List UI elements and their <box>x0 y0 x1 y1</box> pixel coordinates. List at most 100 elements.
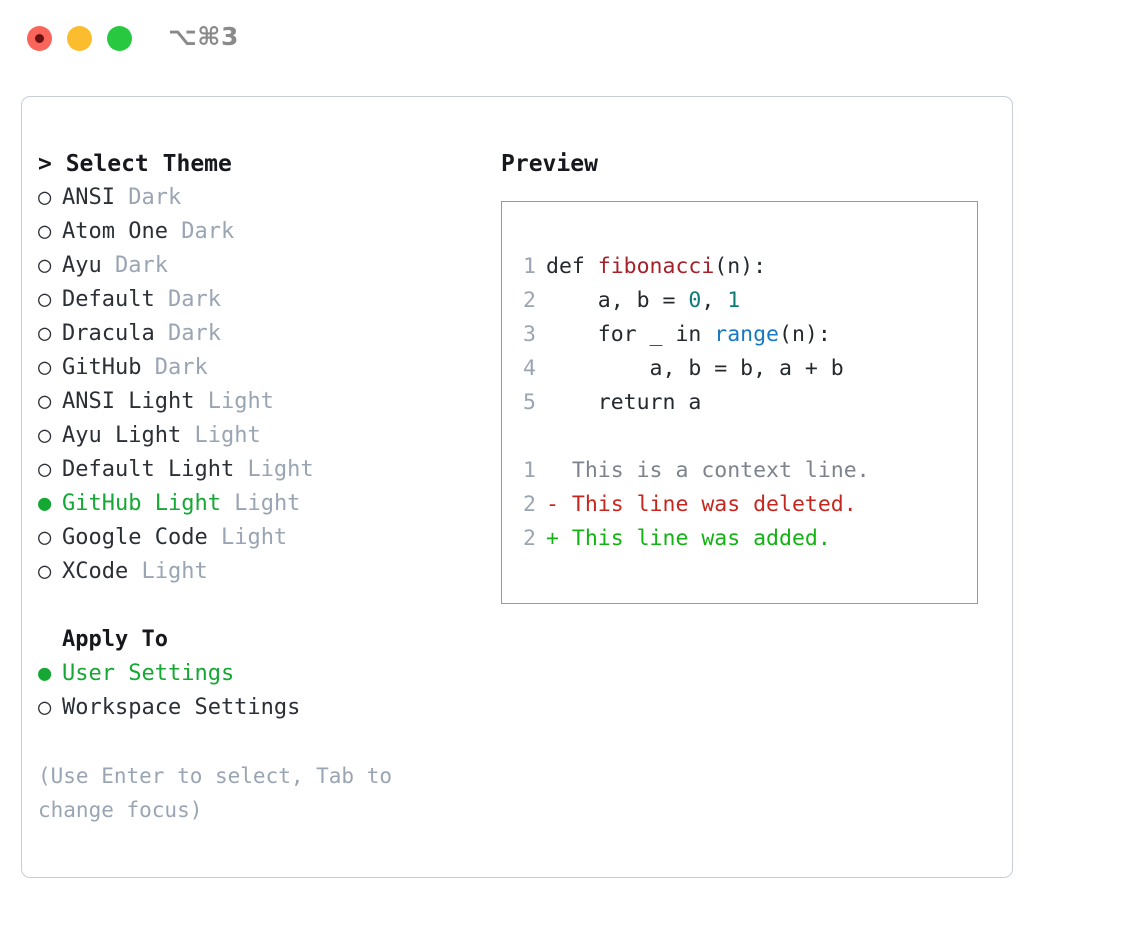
code-token: fibonacci <box>597 254 715 279</box>
code-line: 2 a, b = 0, 1 <box>518 284 971 318</box>
theme-variant-label: Dark <box>115 253 168 278</box>
line-number: 1 <box>523 458 536 483</box>
radio-unselected-icon: ○ <box>38 185 52 210</box>
diff-line: 2 + This line was added. <box>518 522 971 556</box>
theme-list-item[interactable]: ○Google Code Light <box>38 521 488 555</box>
code-token: a, b = <box>546 288 689 313</box>
window-controls <box>27 26 132 51</box>
theme-variant-label: Light <box>141 559 208 584</box>
theme-list: ○ANSI Dark○Atom One Dark○Ayu Dark○Defaul… <box>38 181 488 589</box>
theme-list-item[interactable]: ●GitHub Light Light <box>38 487 488 521</box>
radio-selected-icon: ● <box>38 661 52 686</box>
theme-list-item[interactable]: ○ Ayu Light Light <box>38 419 488 453</box>
keyboard-shortcut-label: ⌥⌘3 <box>168 22 239 51</box>
radio-unselected-icon: ○ <box>38 253 52 278</box>
theme-name: ANSI <box>62 185 115 210</box>
keyboard-hint: (Use Enter to select, Tab to change focu… <box>38 764 393 822</box>
theme-name: Default Light <box>62 457 235 482</box>
theme-list-item[interactable]: ○ GitHub Dark <box>38 351 488 385</box>
code-token: 1 <box>727 288 741 313</box>
theme-name: GitHub <box>62 355 142 380</box>
theme-list-item[interactable]: ○ Atom One Dark <box>38 215 488 249</box>
theme-variant-label: Dark <box>181 219 235 244</box>
minimize-button[interactable] <box>67 26 92 51</box>
theme-name: Atom One <box>62 219 168 244</box>
theme-list-item[interactable]: ○ Dracula Dark <box>38 317 488 351</box>
theme-name: Ayu <box>62 253 102 278</box>
theme-list-item[interactable]: ○ ANSI Light Light <box>38 385 488 419</box>
code-token: for _ in <box>546 322 715 347</box>
code-token: return a <box>546 390 702 415</box>
theme-list-item[interactable]: ○ ANSI Dark <box>38 181 488 215</box>
theme-name: Ayu Light <box>62 423 182 448</box>
apply-to-item[interactable]: ● User Settings <box>38 657 488 691</box>
code-token: (n): <box>714 254 767 279</box>
theme-selector-column: > Select Theme ○ANSI Dark○Atom One Dark○… <box>38 147 488 827</box>
maximize-button[interactable] <box>107 26 132 51</box>
theme-variant-label: Dark <box>167 287 221 312</box>
theme-name: GitHub Light <box>62 491 221 516</box>
radio-unselected-icon: ○ <box>38 559 52 584</box>
code-line: 4 a, b = b, a + b <box>518 352 971 386</box>
code-token: def <box>546 254 598 279</box>
diff-text: - This line was deleted. <box>546 492 857 517</box>
theme-variant-label: Light <box>207 389 274 414</box>
preview-title: Preview <box>501 151 598 177</box>
radio-unselected-icon: ○ <box>38 695 52 720</box>
theme-variant-label: Dark <box>128 185 182 210</box>
title-bar: ⌥⌘3 <box>0 0 1140 78</box>
line-number: 4 <box>523 356 536 381</box>
line-number: 2 <box>523 526 536 551</box>
theme-list-item[interactable]: ○ Ayu Dark <box>38 249 488 283</box>
theme-name: Dracula <box>62 321 155 346</box>
code-token: , <box>701 288 728 313</box>
code-line: 1 def fibonacci(n): <box>518 250 971 284</box>
theme-variant-label: Light <box>220 525 288 550</box>
radio-unselected-icon: ○ <box>38 355 52 380</box>
diff-line: 1 This is a context line. <box>518 454 971 488</box>
theme-variant-label: Light <box>234 491 301 516</box>
diff-text: + This line was added. <box>546 526 831 551</box>
theme-list-item[interactable]: ○XCode Light <box>38 555 488 589</box>
recording-indicator-dot <box>35 34 44 43</box>
code-line: 5 return a <box>518 386 971 420</box>
theme-list-item[interactable]: ○Default Light Light <box>38 453 488 487</box>
code-token: range <box>714 322 780 347</box>
radio-unselected-icon: ○ <box>38 389 52 414</box>
apply-to-label: User Settings <box>62 661 235 686</box>
line-number: 3 <box>523 322 536 347</box>
theme-variant-label: Light <box>194 423 261 448</box>
main-panel: > Select Theme ○ANSI Dark○Atom One Dark○… <box>21 96 1013 878</box>
theme-variant-label: Dark <box>167 321 221 346</box>
diff-text: This is a context line. <box>546 458 870 483</box>
apply-to-item[interactable]: ○ Workspace Settings <box>38 691 488 725</box>
apply-to-label: Workspace Settings <box>62 695 301 720</box>
radio-unselected-icon: ○ <box>38 423 52 448</box>
code-diff-separator <box>518 420 971 454</box>
radio-unselected-icon: ○ <box>38 525 52 550</box>
spacer <box>38 589 488 623</box>
code-line: 3 for _ in range(n): <box>518 318 971 352</box>
radio-unselected-icon: ○ <box>38 321 52 346</box>
apply-to-header: Apply To <box>62 627 168 652</box>
theme-variant-label: Light <box>247 457 314 482</box>
apply-to-list: ● User Settings ○ Workspace Settings <box>38 657 488 725</box>
diff-line: 2- This line was deleted. <box>518 488 971 522</box>
line-number: 1 <box>523 254 536 279</box>
code-token: 0 <box>688 288 702 313</box>
radio-unselected-icon: ○ <box>38 219 52 244</box>
theme-variant-label: Dark <box>154 355 208 380</box>
line-number: 2 <box>523 288 536 313</box>
code-token: (n): <box>779 322 831 347</box>
select-theme-header: > Select Theme <box>38 151 232 177</box>
diff-block: 1 This is a context line.2- This line wa… <box>518 454 971 556</box>
theme-list-item[interactable]: ○Default Dark <box>38 283 488 317</box>
close-button[interactable] <box>27 26 52 51</box>
theme-name: ANSI Light <box>62 389 195 414</box>
theme-name: Default <box>62 287 155 312</box>
code-token: a, b = b, a + b <box>546 356 844 381</box>
